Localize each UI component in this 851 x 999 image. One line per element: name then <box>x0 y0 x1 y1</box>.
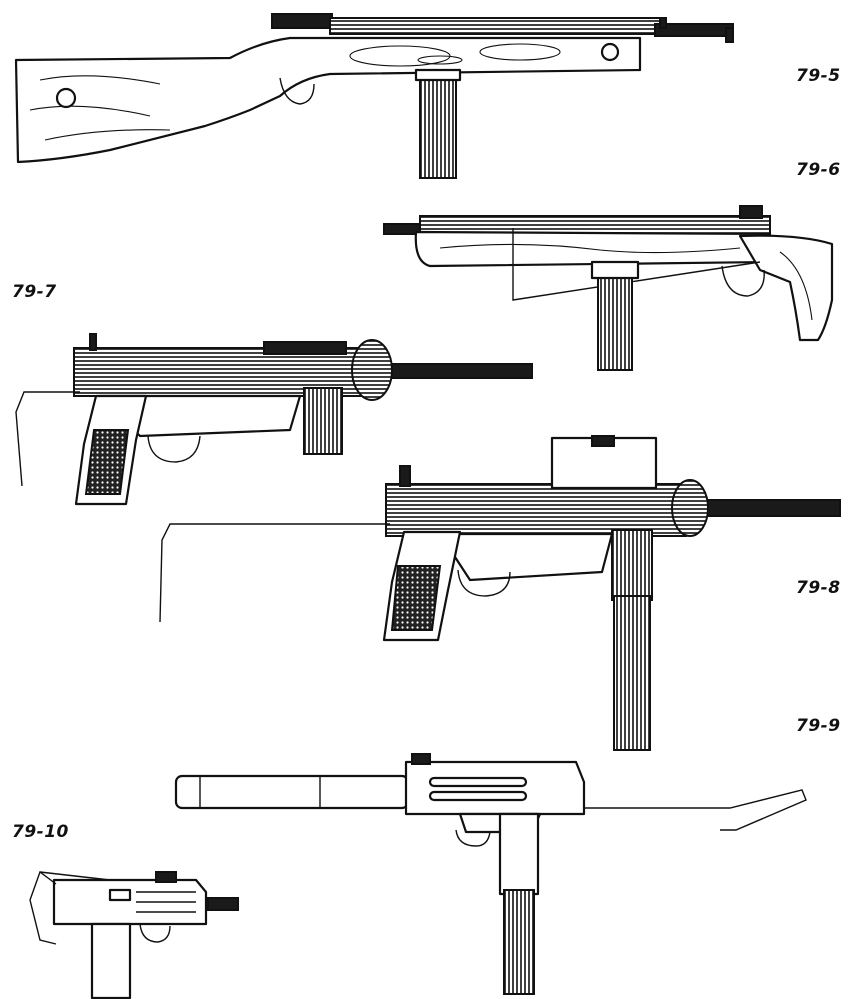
grease-gun-drawing <box>15 333 533 506</box>
compact-smg-drawing <box>29 870 239 999</box>
figure-label-79-10: 79-10 <box>12 822 69 842</box>
suppressed-smg-drawing <box>174 753 807 995</box>
wooden-smg-drawing <box>383 205 834 371</box>
grease-gun-variant-drawing <box>159 435 841 751</box>
figure-label-79-5: 79-5 <box>796 66 841 86</box>
figure-label-79-8: 79-8 <box>796 578 841 598</box>
figure-label-79-7: 79-7 <box>12 282 57 302</box>
figure-label-79-6: 79-6 <box>796 160 841 180</box>
carbine-drawing <box>14 13 734 179</box>
figure-label-79-9: 79-9 <box>796 716 841 736</box>
